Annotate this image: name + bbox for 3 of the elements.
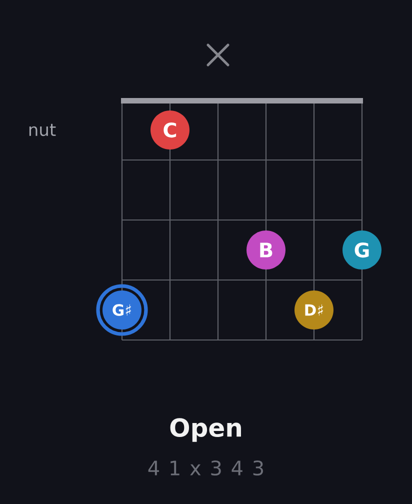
chord-name-title: Open bbox=[170, 418, 241, 442]
fingering-numbers: 4 1 x 3 4 3 bbox=[148, 460, 263, 476]
nut-label: nut bbox=[29, 124, 56, 136]
